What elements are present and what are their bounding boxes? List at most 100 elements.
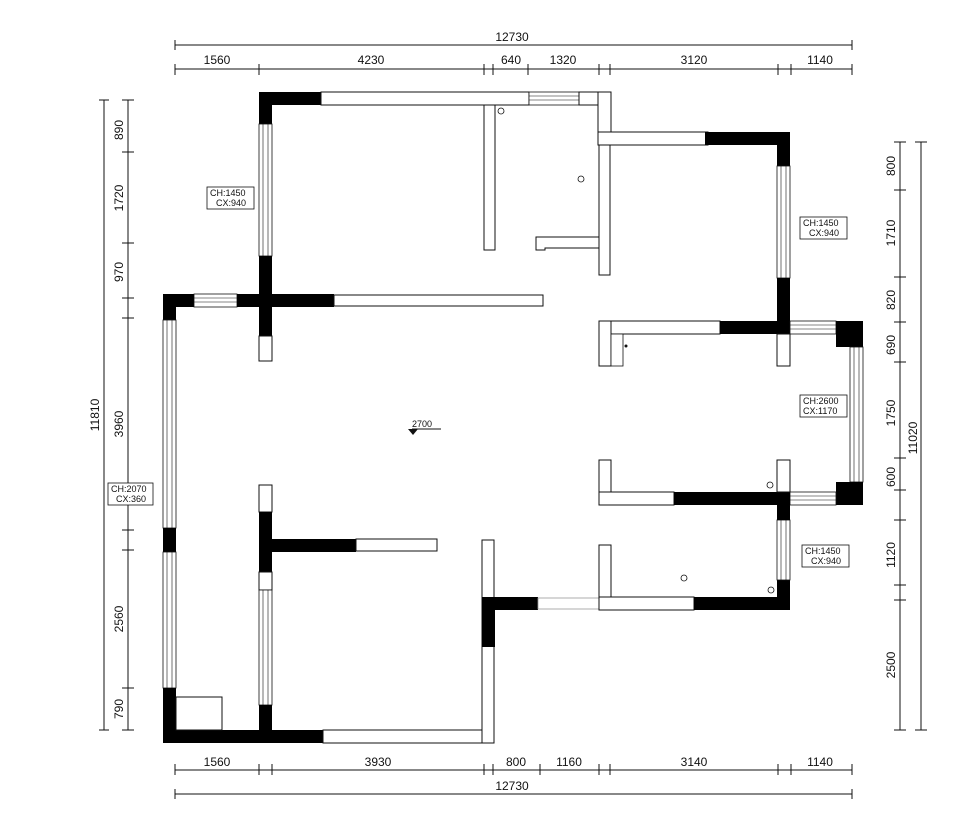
wall-solid [259, 705, 272, 743]
wall-solid [259, 92, 272, 124]
wall-segment [320, 91, 530, 106]
window [776, 165, 791, 279]
bottom-dim-segment-3: 800 [506, 755, 526, 769]
window [789, 320, 837, 335]
window-tag-1-cx: CX:940 [216, 198, 246, 208]
wall-segment [598, 596, 695, 611]
wall-segment [258, 335, 273, 362]
left-dim-segment-1: 890 [112, 120, 126, 140]
top-dim-segment-3: 640 [501, 53, 521, 67]
wall-segment [355, 538, 438, 552]
elevation-label: 2700 [412, 419, 432, 429]
wall-solid [237, 294, 334, 307]
window-tag-1-ch: CH:1450 [210, 188, 246, 198]
fixture-circle [766, 481, 774, 489]
left-segment-ticks [122, 99, 134, 731]
elevation-triangle-icon [408, 429, 418, 435]
fixture-circle [680, 574, 688, 582]
wall-solid [272, 539, 356, 552]
fixture-circle [497, 107, 505, 115]
bottom-dim-segment-5: 3140 [681, 755, 708, 769]
window-tag-4-ch: CH:2070 [111, 484, 147, 494]
wall-solid [694, 597, 790, 610]
bottom-total-dim-label: 12730 [495, 779, 529, 793]
door-opening [537, 597, 600, 610]
window [258, 123, 273, 257]
wall-solid [836, 482, 863, 505]
top-dimension-chain: 12730 1560 4230 640 1320 3120 1140 [174, 30, 853, 75]
window [258, 589, 273, 706]
elevation-marker: 2700 [408, 419, 441, 435]
wall-solid [836, 321, 863, 347]
window [162, 551, 177, 689]
right-dim-segment-7: 1120 [884, 542, 898, 568]
window-tag-4: CH:2070 CX:360 [107, 482, 154, 506]
top-dim-segment-2: 4230 [358, 53, 385, 67]
wall-segment [597, 131, 709, 146]
wall-solid [720, 321, 790, 334]
window-tag-3: CH:2600 CX:1170 [799, 394, 848, 418]
wall-segment [322, 729, 495, 744]
window-tag-2-cx: CX:940 [809, 228, 839, 238]
left-dim-segment-3: 970 [112, 262, 126, 282]
right-total-dim-label: 11020 [906, 421, 920, 454]
wall-segment [598, 144, 611, 276]
window-tag-4-cx: CX:360 [116, 494, 146, 504]
wall-segment [776, 333, 791, 367]
left-dim-segment-4: 3960 [112, 410, 126, 437]
wall-solid [163, 528, 176, 552]
left-total-dim-label: 11810 [88, 398, 102, 431]
top-dim-segment-1: 1560 [204, 53, 231, 67]
left-dimension-chain: 11810 890 1720 970 3960 2560 790 [88, 99, 134, 731]
bottom-dim-segment-2: 3930 [365, 755, 392, 769]
wall-solid [482, 597, 538, 610]
wall-segment [258, 484, 273, 513]
window-tag-5-cx: CX:940 [811, 556, 841, 566]
bottom-dim-segment-1: 1560 [204, 755, 231, 769]
window-tag-2-ch: CH:1450 [803, 218, 839, 228]
right-dim-segment-3: 820 [884, 290, 898, 310]
left-dim-segment-2: 1720 [112, 184, 126, 211]
right-dim-segment-4: 690 [884, 335, 898, 355]
wall-segment [598, 491, 675, 506]
window-tag-1: CH:1450 CX:940 [206, 186, 255, 210]
wall-segment [776, 459, 791, 493]
right-segment-ticks [894, 141, 906, 731]
wall-solid [777, 132, 790, 166]
walls [162, 91, 864, 744]
right-dim-segment-6: 600 [884, 467, 898, 487]
wall-segment [258, 571, 273, 591]
top-dim-segment-4: 1320 [550, 53, 577, 67]
wall-solid [705, 132, 790, 145]
window-tag-2: CH:1450 CX:940 [799, 216, 848, 240]
top-dim-segment-6: 1140 [807, 53, 833, 67]
right-dim-segment-1: 800 [884, 156, 898, 176]
wall-solid [163, 730, 323, 743]
fixture-circle [577, 175, 585, 183]
window [528, 91, 580, 106]
bottom-dim-segment-6: 1140 [807, 755, 833, 769]
wall-segment [598, 320, 721, 335]
window-tag-3-cx: CX:1170 [803, 406, 837, 416]
wall-solid [482, 597, 495, 647]
window [776, 519, 791, 581]
right-dim-segment-8: 2500 [884, 651, 898, 678]
window [789, 491, 837, 506]
top-segment-ticks [174, 64, 853, 75]
window-tag-3-ch: CH:2600 [803, 396, 839, 406]
top-dim-segment-5: 3120 [681, 53, 708, 67]
right-dim-segment-5: 1750 [884, 399, 898, 426]
right-dimension-chain: 800 1710 820 690 1750 600 1120 2500 1102… [884, 141, 927, 731]
wall-solid [259, 512, 272, 572]
wall-segment [483, 104, 496, 251]
bottom-segment-ticks [174, 764, 853, 775]
bottom-dim-segment-4: 1160 [556, 755, 582, 769]
window-tag-5-ch: CH:1450 [805, 546, 841, 556]
left-dim-segment-5: 2560 [112, 605, 126, 632]
cabinet-block [175, 696, 223, 731]
wall-segment [597, 91, 612, 133]
wall-solid [777, 278, 790, 322]
fixture-circle [767, 586, 775, 594]
wall-segment [333, 294, 544, 307]
